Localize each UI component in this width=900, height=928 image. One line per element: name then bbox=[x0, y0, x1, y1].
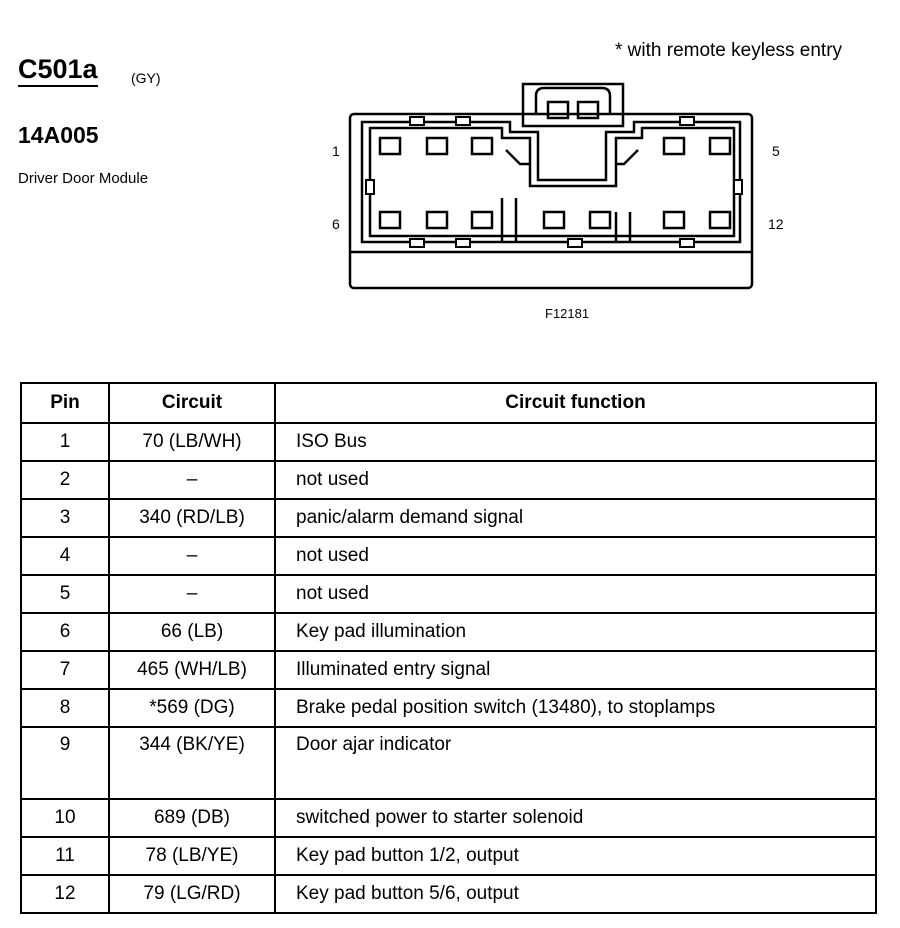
circuit-cell: 66 (LB) bbox=[108, 612, 276, 652]
circuit-cell: 70 (LB/WH) bbox=[108, 422, 276, 462]
function-cell: not used bbox=[274, 460, 877, 500]
color-code: (GY) bbox=[131, 70, 161, 86]
function-cell: not used bbox=[274, 536, 877, 576]
table-row: 6 66 (LB) Key pad illumination bbox=[20, 612, 877, 652]
circuit-cell: – bbox=[108, 536, 276, 576]
table-row: 3 340 (RD/LB) panic/alarm demand signal bbox=[20, 498, 877, 538]
pin-cell: 3 bbox=[20, 498, 110, 538]
circuit-cell: 78 (LB/YE) bbox=[108, 836, 276, 876]
connector-diagram: 1 5 6 12 bbox=[332, 82, 784, 290]
pin-cell: 7 bbox=[20, 650, 110, 690]
table-row: 1 70 (LB/WH) ISO Bus bbox=[20, 422, 877, 462]
header-pin: Pin bbox=[20, 382, 110, 424]
pin-cell: 9 bbox=[20, 726, 110, 800]
function-cell: ISO Bus bbox=[274, 422, 877, 462]
pin-cell: 11 bbox=[20, 836, 110, 876]
function-cell: Key pad illumination bbox=[274, 612, 877, 652]
circuit-cell: 689 (DB) bbox=[108, 798, 276, 838]
header-circuit: Circuit bbox=[108, 382, 276, 424]
table-row: 2 – not used bbox=[20, 460, 877, 500]
pin-cell: 8 bbox=[20, 688, 110, 728]
circuit-cell: *569 (DG) bbox=[108, 688, 276, 728]
pin-label-12: 12 bbox=[768, 216, 784, 232]
pin-label-1: 1 bbox=[332, 143, 340, 159]
footnote: * with remote keyless entry bbox=[615, 40, 843, 61]
table-row: 10 689 (DB) switched power to starter so… bbox=[20, 798, 877, 838]
pin-cell: 6 bbox=[20, 612, 110, 652]
circuit-cell: 340 (RD/LB) bbox=[108, 498, 276, 538]
circuit-cell: – bbox=[108, 574, 276, 614]
pin-cell: 12 bbox=[20, 874, 110, 914]
pin-label-6: 6 bbox=[332, 216, 340, 232]
module-name: Driver Door Module bbox=[18, 170, 149, 187]
pin-cell: 4 bbox=[20, 536, 110, 576]
function-cell: Key pad button 5/6, output bbox=[274, 874, 877, 914]
table-header-row: Pin Circuit Circuit function bbox=[20, 382, 877, 424]
function-cell: Door ajar indicator bbox=[274, 726, 877, 800]
function-cell: Brake pedal position switch (13480), to … bbox=[274, 688, 877, 728]
function-cell: not used bbox=[274, 574, 877, 614]
pin-cell: 2 bbox=[20, 460, 110, 500]
pin-cell: 1 bbox=[20, 422, 110, 462]
pin-label-5: 5 bbox=[772, 143, 780, 159]
header-circuit-function: Circuit function bbox=[274, 382, 877, 424]
pin-cell: 5 bbox=[20, 574, 110, 614]
function-cell: Illuminated entry signal bbox=[274, 650, 877, 690]
table-row: 9 344 (BK/YE) Door ajar indicator bbox=[20, 726, 877, 800]
table-row: 12 79 (LG/RD) Key pad button 5/6, output bbox=[20, 874, 877, 914]
function-cell: Key pad button 1/2, output bbox=[274, 836, 877, 876]
circuit-cell: 465 (WH/LB) bbox=[108, 650, 276, 690]
table-row: 11 78 (LB/YE) Key pad button 1/2, output bbox=[20, 836, 877, 876]
table-row: 4 – not used bbox=[20, 536, 877, 576]
pin-table: Pin Circuit Circuit function 1 70 (LB/WH… bbox=[20, 382, 877, 914]
connector-id: C501a bbox=[18, 56, 98, 87]
function-cell: switched power to starter solenoid bbox=[274, 798, 877, 838]
table-row: 7 465 (WH/LB) Illuminated entry signal bbox=[20, 650, 877, 690]
table-row: 8 *569 (DG) Brake pedal position switch … bbox=[20, 688, 877, 728]
pin-cell: 10 bbox=[20, 798, 110, 838]
circuit-cell: 344 (BK/YE) bbox=[108, 726, 276, 800]
circuit-cell: 79 (LG/RD) bbox=[108, 874, 276, 914]
figure-id: F12181 bbox=[545, 306, 590, 321]
table-row: 5 – not used bbox=[20, 574, 877, 614]
circuit-cell: – bbox=[108, 460, 276, 500]
function-cell: panic/alarm demand signal bbox=[274, 498, 877, 538]
part-number: 14A005 bbox=[18, 122, 99, 148]
